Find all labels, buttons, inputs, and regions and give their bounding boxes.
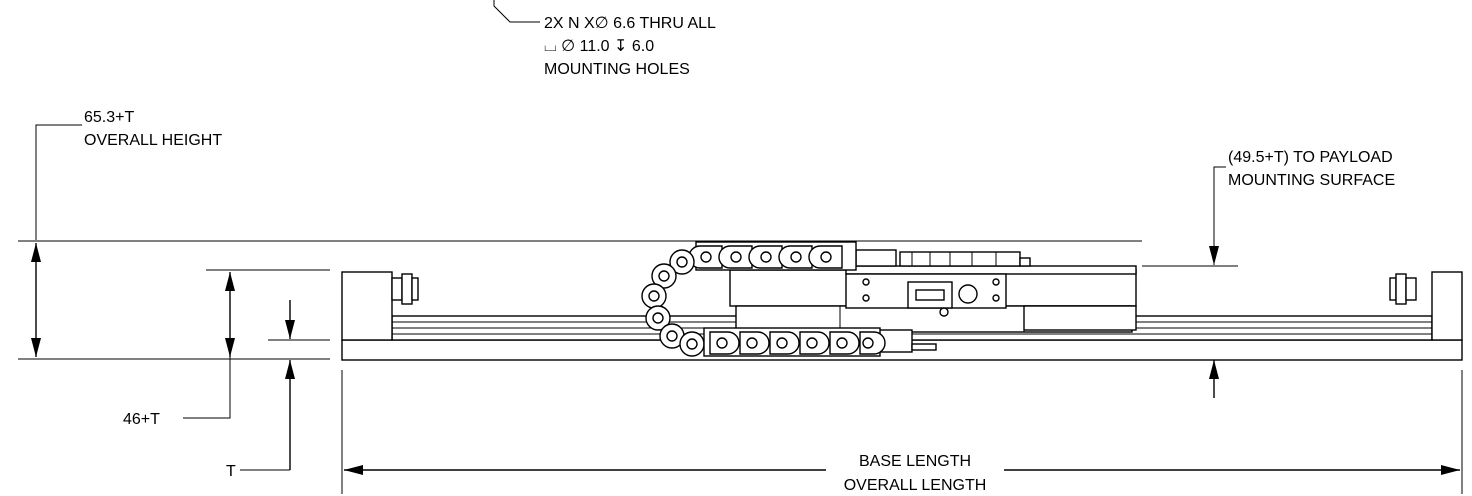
arrowhead-up (31, 243, 41, 262)
left-end-block (341, 271, 393, 341)
mounting-holes-line2: ⌴ ∅ 11.0 ↧ 6.0 (544, 38, 654, 55)
length-callout: BASE LENGTH OVERALL LENGTH (341, 370, 1463, 494)
height-46-callout: 46+T (123, 269, 330, 428)
overall-height-callout: 65.3+T OVERALL HEIGHT (18, 109, 1142, 360)
right-connector-icon (1389, 273, 1417, 305)
mounting-holes-line1: 2X N X∅ 6.6 THRU ALL (544, 15, 716, 32)
payload-surface-callout: (49.5+T) TO PAYLOAD MOUNTING SURFACE (1142, 149, 1395, 398)
arrowhead-down (31, 338, 41, 357)
table-t-label: T (226, 463, 236, 480)
overall-height-label: OVERALL HEIGHT (84, 132, 222, 149)
mounting-holes-callout: 2X N X∅ 6.6 THRU ALL ⌴ ∅ 11.0 ↧ 6.0 MOUN… (493, 0, 716, 78)
payload-surface-line2: MOUNTING SURFACE (1228, 172, 1395, 189)
cable-chain (641, 241, 886, 357)
stage-carriage (729, 249, 1137, 353)
mounting-holes-line3: MOUNTING HOLES (544, 61, 690, 78)
payload-surface-line1: (49.5+T) TO PAYLOAD (1228, 149, 1393, 166)
left-connector-icon (391, 273, 419, 305)
table-t-callout: T (226, 300, 330, 480)
height-46-label: 46+T (123, 411, 160, 428)
length-line1: BASE LENGTH (859, 453, 971, 470)
overall-height-value: 65.3+T (84, 109, 134, 126)
right-end-block (1431, 271, 1463, 341)
length-line2: OVERALL LENGTH (844, 477, 987, 494)
